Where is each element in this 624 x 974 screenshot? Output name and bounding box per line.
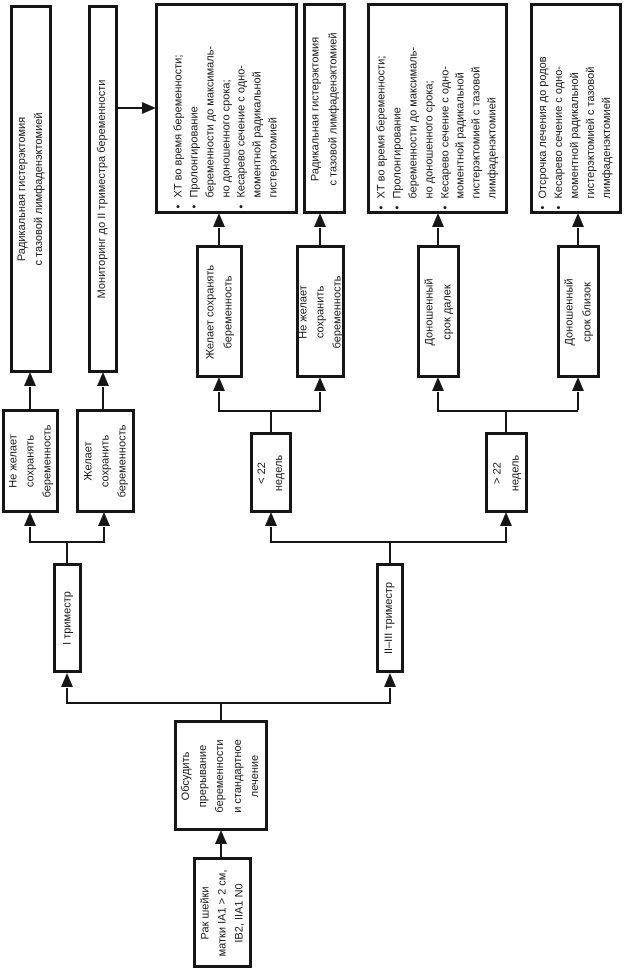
node-chemo-keep-pregnancy: • ХТ во время беременности; • Пролонгиро… — [155, 3, 298, 214]
arrow-up-icon — [572, 213, 584, 227]
arrow-up-icon — [432, 377, 444, 391]
node-label: < 22 недель — [255, 454, 285, 491]
node-label: Желает сохранять беременность — [204, 264, 234, 359]
node-label: > 22 недель — [491, 454, 521, 491]
connector-line — [218, 392, 220, 410]
node-label: Радикальная гистерэктомия с тазовой лимф… — [15, 112, 45, 266]
connector-line — [29, 527, 31, 542]
connector-line — [66, 541, 68, 563]
arrow-up-icon — [24, 512, 36, 526]
bullet-item: • Кесарево сечение с одно- моментной рад… — [438, 65, 499, 209]
node-label: Доношенный срок далек — [423, 277, 453, 346]
node-label: Желает сохранить беременность — [81, 424, 129, 498]
connector-line — [270, 541, 507, 543]
node-label: Радикальная гистерэктомия с тазовой лимф… — [309, 32, 339, 185]
arrow-up-icon — [314, 377, 326, 391]
arrow-right-icon — [142, 102, 156, 114]
bullet-icon: • — [235, 204, 248, 208]
node-term-near: Доношенный срок близок — [557, 245, 600, 378]
arrow-up-icon — [500, 512, 512, 526]
node-refuse-keep-pregnancy: Не желает сохранить беременность — [296, 245, 345, 378]
node-label: Обсудить прерывание беременности и станд… — [180, 738, 261, 813]
bullet-item: • ХТ во время беременности; — [374, 8, 390, 209]
arrow-up-icon — [572, 377, 584, 391]
connector-line — [270, 527, 272, 542]
node-label: Не желает сохранять беременность — [6, 424, 54, 498]
node-over-22-weeks: > 22 недель — [485, 432, 528, 513]
connector-line — [220, 844, 222, 857]
connector-line — [102, 387, 104, 409]
node-discuss-termination: Обсудить прерывание беременности и станд… — [174, 720, 268, 831]
node-keep-pregnancy-t1: Желает сохранить беременность — [76, 409, 135, 513]
node-label: Мониторинг до II триместра беременности — [96, 79, 109, 299]
connector-line — [218, 410, 321, 412]
bullet-item: • Пролонгирование беременности до максим… — [187, 45, 232, 208]
connector-line — [577, 228, 579, 246]
node-keep-pregnancy: Желает сохранять беременность — [196, 245, 243, 378]
node-radical-hysterectomy-2: Радикальная гистерэктомия с тазовой лимф… — [303, 3, 346, 214]
node-defer-treatment: • Отсрочка лечения до родов • Кесарево с… — [530, 3, 622, 214]
node-label: Рак шейки матки IA1 > 2 см, IB2, IIA1 N0 — [198, 869, 246, 956]
arrow-up-icon — [265, 512, 277, 526]
arrow-up-icon — [314, 213, 326, 227]
connector-line — [66, 702, 391, 704]
arrow-up-icon — [24, 372, 36, 386]
connector-line — [220, 702, 222, 720]
connector-line — [505, 527, 507, 542]
arrow-up-icon — [384, 673, 396, 687]
connector-line — [319, 392, 321, 410]
node-radical-hysterectomy-t1: Радикальная гистерэктомия с тазовой лимф… — [10, 5, 52, 373]
connector-line — [66, 688, 68, 704]
bullet-item: • ХТ во время беременности; — [171, 9, 187, 208]
bullet-icon: • — [374, 205, 387, 209]
connector-line — [319, 228, 321, 246]
connector-line — [577, 392, 579, 410]
arrow-up-icon — [215, 830, 227, 844]
node-refuse-keep-pregnancy-t1: Не желает сохранять беременность — [2, 409, 59, 513]
node-under-22-weeks: < 22 недель — [250, 432, 292, 513]
connector-line — [29, 387, 31, 409]
arrow-up-icon — [213, 213, 225, 227]
connector-line — [118, 107, 144, 109]
bullet-item: • Пролонгирование беременности до максим… — [390, 46, 435, 209]
bullet-item: • Кесарево сечение с одно- моментной рад… — [235, 64, 280, 208]
connector-line — [218, 228, 220, 246]
bullet-item: • Кесарево сечение с одно- моментной рад… — [553, 65, 613, 209]
arrow-up-icon — [61, 673, 73, 687]
connector-line — [270, 410, 272, 432]
bullet-icon: • — [187, 204, 200, 208]
node-chemo-term-far: • ХТ во время беременности; • Пролонгиро… — [367, 3, 508, 214]
node-root: Рак шейки матки IA1 > 2 см, IB2, IIA1 N0 — [193, 857, 252, 968]
node-trimester-1: I триместр — [53, 563, 82, 673]
node-label: Не желает сохранить беременность — [296, 275, 344, 348]
arrow-up-icon — [432, 213, 444, 227]
node-label: II–III триместр — [383, 581, 396, 655]
node-trimester-2-3: II–III триместр — [376, 563, 404, 673]
bullet-item: • Отсрочка лечения до родов — [536, 8, 552, 209]
bullet-icon: • — [537, 205, 550, 209]
arrow-up-icon — [97, 372, 109, 386]
connector-line — [103, 527, 105, 542]
bullet-icon: • — [171, 204, 184, 208]
node-term-far: Доношенный срок далек — [417, 245, 460, 378]
arrow-up-icon — [213, 377, 225, 391]
connector-line — [505, 410, 507, 432]
connector-line — [437, 410, 578, 412]
node-label: Доношенный срок близок — [563, 277, 593, 346]
arrow-up-icon — [98, 512, 110, 526]
bullet-icon: • — [390, 205, 403, 209]
node-label: I триместр — [60, 591, 73, 645]
connector-line — [437, 392, 439, 410]
connector-line — [389, 541, 391, 563]
connector-line — [389, 688, 391, 704]
connector-line — [437, 228, 439, 246]
bullet-icon: • — [438, 205, 451, 209]
node-monitoring: Мониторинг до II триместра беременности — [88, 5, 118, 373]
connector-line — [29, 541, 105, 543]
bullet-icon: • — [553, 205, 566, 209]
